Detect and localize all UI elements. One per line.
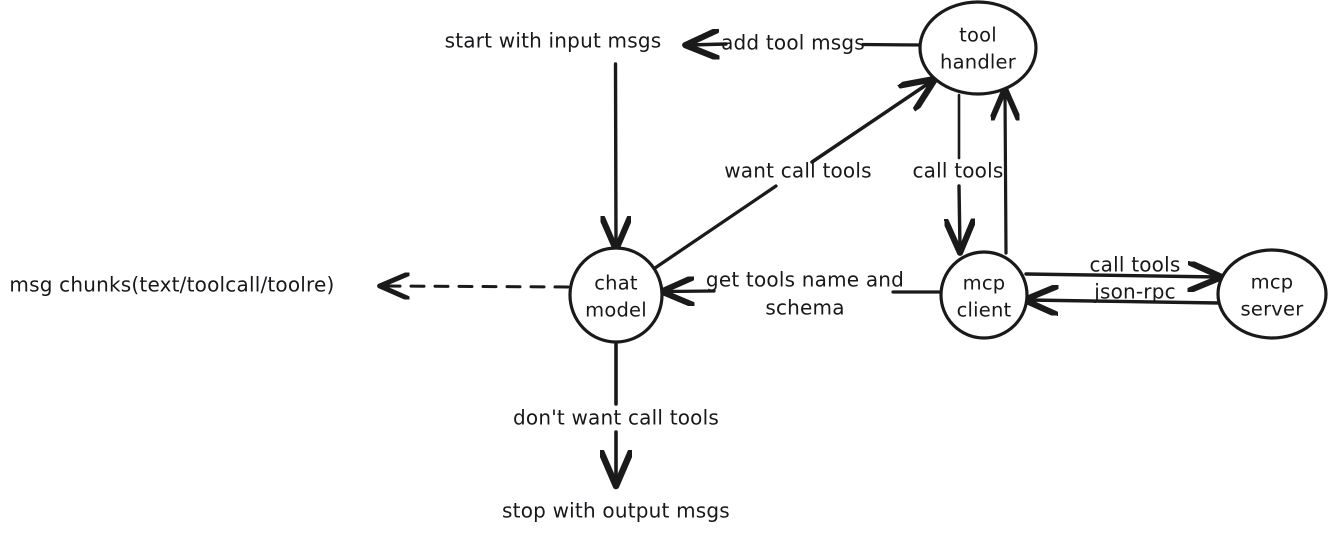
node-tool-handler-label-line2: handler: [940, 51, 1017, 74]
label-start-with-input-msgs: start with input msgs: [445, 29, 662, 53]
edge-label-call-tools-handler: call tools: [912, 159, 1003, 183]
node-tool-handler-label-line1: tool: [959, 24, 997, 47]
node-chat-model-label-line1: chat: [594, 272, 638, 295]
edge-mcp-client-to-chat-model: [665, 291, 943, 292]
edge-tool-handler-to-mcp-client: [959, 93, 960, 249]
node-chat-model[interactable]: chat model: [568, 246, 664, 344]
node-chat-model-label-line2: model: [585, 299, 647, 322]
label-msg-chunks: msg chunks(text/toolcall/toolre): [9, 273, 334, 297]
edge-chat-model-to-msg-chunks: [383, 286, 570, 287]
node-mcp-server-label-line1: mcp: [1251, 271, 1294, 294]
node-chat-model-shape: [568, 246, 664, 344]
edge-mcp-server-to-mcp-client: [1028, 300, 1221, 303]
edge-label-json-rpc: json-rpc: [1093, 280, 1176, 304]
edge-label-rpc-call-tools: call tools: [1089, 253, 1180, 277]
node-mcp-client-shape: [939, 250, 1029, 340]
edge-tool-handler-to-start: [689, 44, 923, 45]
label-stop-with-output-msgs: stop with output msgs: [502, 499, 730, 523]
node-mcp-server[interactable]: mcp server: [1216, 248, 1328, 340]
node-mcp-server-label-line2: server: [1241, 298, 1305, 321]
edge-start-to-chat-model: [616, 62, 617, 246]
node-mcp-client-label-line1: mcp: [963, 272, 1006, 295]
node-mcp-client[interactable]: mcp client: [939, 250, 1029, 340]
edge-mcp-client-to-mcp-server: [1024, 274, 1218, 277]
node-mcp-client-label-line2: client: [957, 299, 1012, 322]
edge-mcp-client-to-tool-handler: [1005, 92, 1006, 255]
edge-chat-model-to-tool-handler: [653, 81, 932, 270]
edge-label-add-tool-msgs: add tool msgs: [721, 31, 865, 55]
edge-label-want-call-tools: want call tools: [724, 159, 872, 183]
edge-label-dont-want-call-tools: don't want call tools: [513, 406, 719, 430]
edge-label-get-tools-name-and: get tools name and: [706, 268, 904, 292]
node-tool-handler-shape: [918, 0, 1038, 96]
node-tool-handler[interactable]: tool handler: [918, 0, 1038, 96]
edge-label-get-tools-schema: schema: [765, 296, 844, 320]
node-mcp-server-shape: [1216, 248, 1328, 340]
